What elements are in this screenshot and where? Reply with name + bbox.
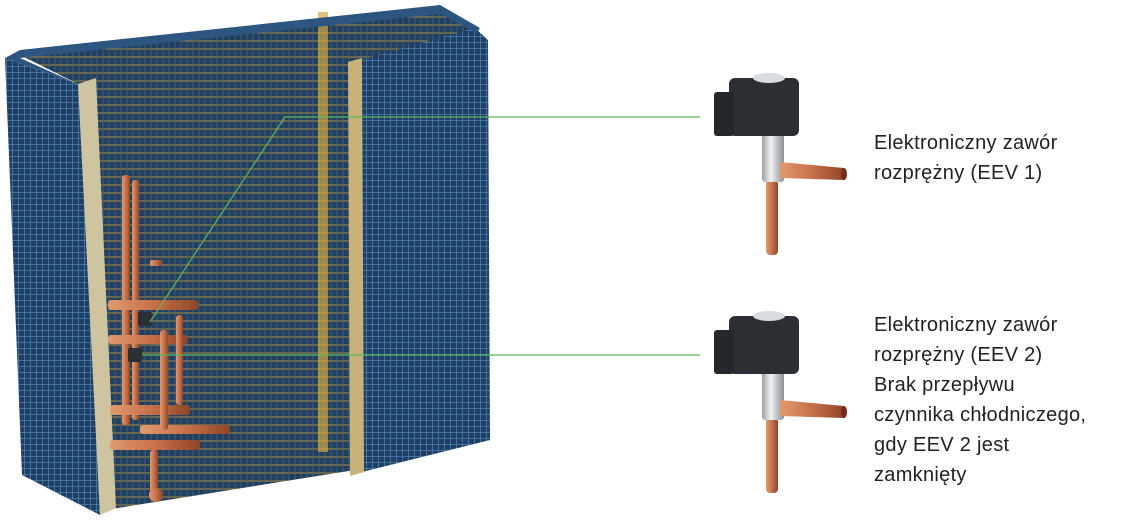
eev1-valve-image (714, 73, 847, 255)
eev2-label-line: zamknięty (874, 464, 967, 486)
coil-top-edge (5, 5, 480, 85)
eev2-label: Elektroniczny zawór rozprężny (EEV 2) Br… (874, 310, 1086, 490)
coil-left-panel (5, 58, 100, 515)
coil-left-end-plate (78, 78, 116, 515)
coil-small-valves (128, 312, 152, 362)
condenser-coil (5, 5, 490, 515)
eev2-label-line: rozprężny (EEV 2) (874, 344, 1043, 366)
eev2-label-line: gdy EEV 2 jest (874, 434, 1010, 456)
coil-right-panel (360, 28, 490, 472)
eev2-label-line: Brak przepływu (874, 374, 1015, 396)
eev1-label-line: Elektroniczny zawór (874, 132, 1058, 154)
eev2-label-line: czynnika chłodniczego, (874, 404, 1087, 426)
eev2-label-line: Elektroniczny zawór (874, 314, 1058, 336)
eev1-label-line: rozprężny (EEV 1) (874, 162, 1043, 184)
coil-right-end-plate (348, 58, 364, 476)
leader-line-eev1 (149, 116, 700, 323)
coil-back-center-seam (318, 12, 328, 452)
eev1-label: Elektroniczny zawór rozprężny (EEV 1) (874, 128, 1058, 188)
eev2-valve-image (714, 311, 847, 493)
